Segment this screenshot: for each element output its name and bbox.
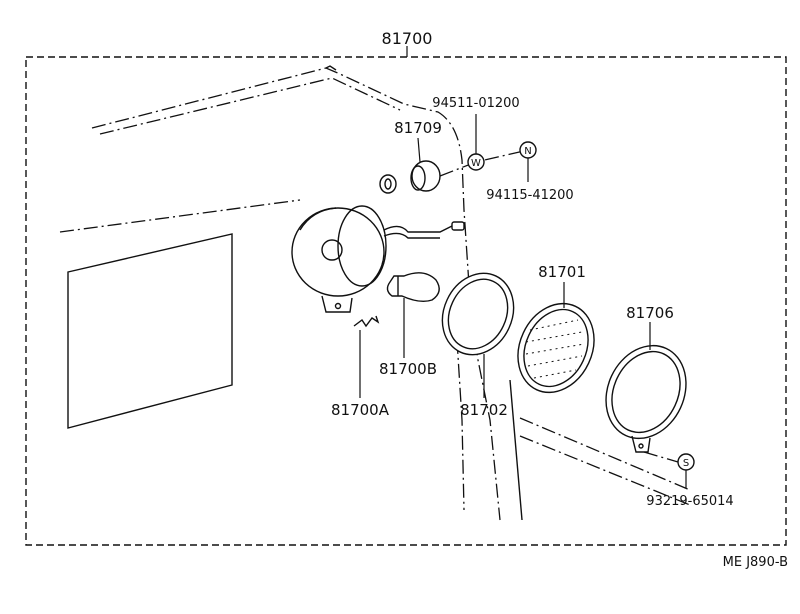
label-93219-65014: 93219-65014 — [646, 494, 733, 509]
symbol-s: S — [683, 458, 689, 469]
label-81709: 81709 — [394, 119, 442, 137]
wire-clip-81700a — [353, 315, 380, 398]
figure-code: ME J890-B — [723, 555, 788, 570]
fastener-w-n-group: W N — [439, 114, 537, 182]
symbol-w: W — [471, 158, 481, 169]
vehicle-body-outline — [59, 65, 691, 521]
label-81706: 81706 — [626, 304, 674, 322]
label-81700b: 81700B — [379, 360, 437, 378]
label-94511-01200: 94511-01200 — [432, 96, 519, 111]
rear-panel-window — [67, 233, 233, 429]
label-81700a: 81700A — [331, 401, 390, 419]
rim-81706 — [605, 322, 687, 453]
label-81701: 81701 — [538, 263, 586, 281]
label-94115-41200: 94115-41200 — [486, 188, 573, 203]
assembly-label: 81700 — [382, 29, 433, 48]
gasket-81702 — [441, 272, 515, 398]
symbol-n: N — [524, 146, 531, 157]
lens-81701 — [517, 282, 595, 394]
grommet-81709 — [379, 137, 441, 194]
lamp-housing — [291, 205, 465, 313]
bulb-81700b — [386, 272, 440, 358]
label-81702: 81702 — [460, 401, 508, 419]
screw-s-group: S — [643, 451, 695, 488]
assembly-boundary — [25, 56, 787, 546]
